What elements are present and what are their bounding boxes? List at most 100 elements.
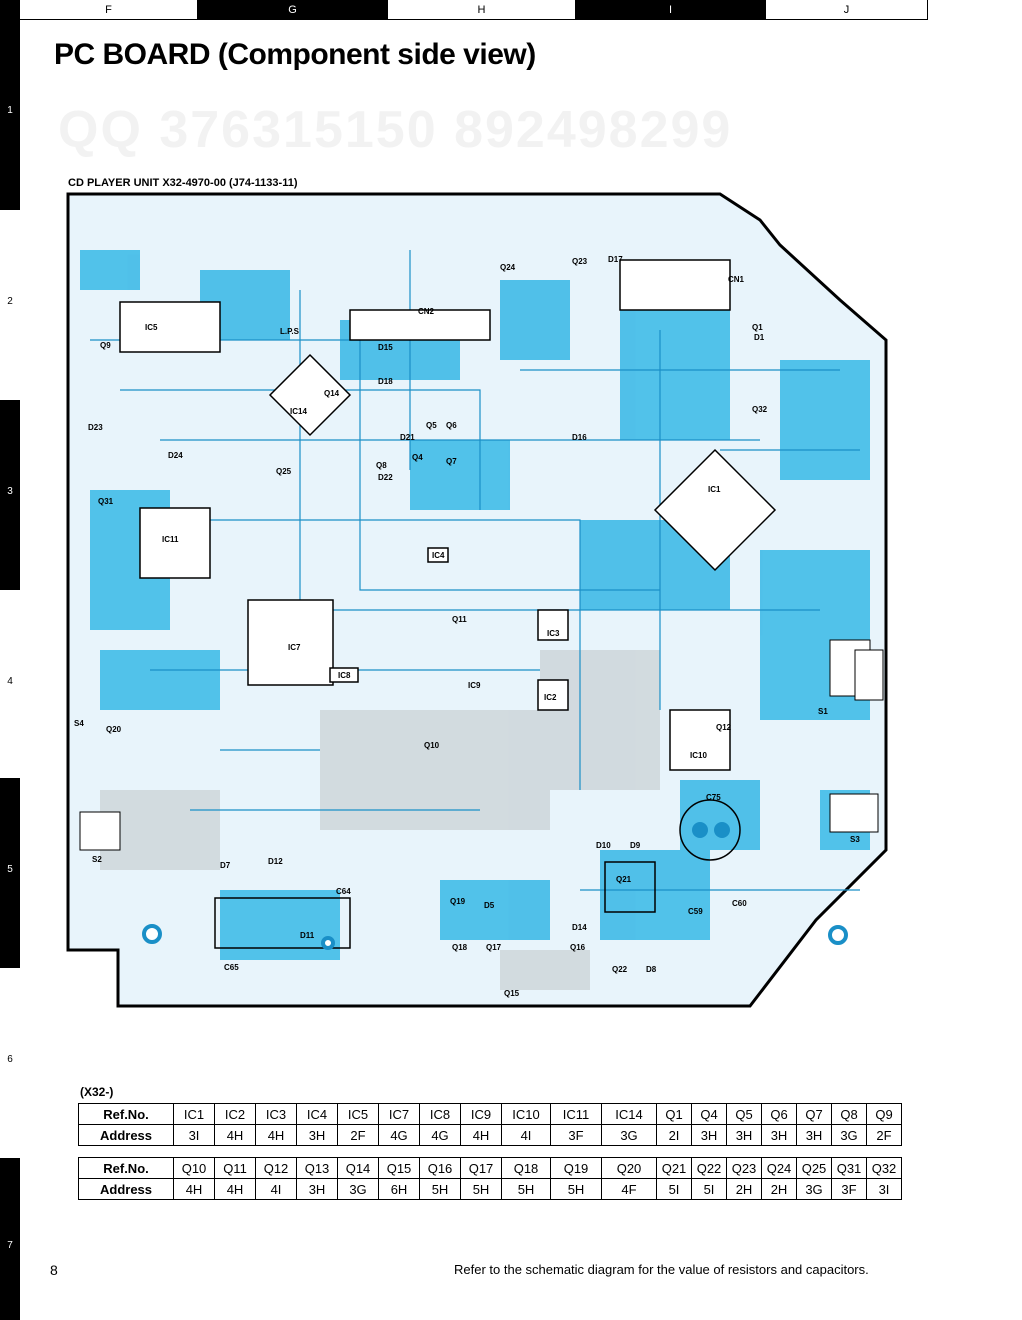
grid-row-6: 6 [0,968,20,1158]
board-label: Q10 [424,741,440,750]
table-cell: Q18 [501,1157,551,1179]
table-cell: Q22 [691,1157,727,1179]
table-cell: 2F [866,1124,902,1146]
table-cell: Q8 [831,1103,867,1125]
board-label: Q11 [452,615,467,624]
grid-column-label: F [105,4,112,16]
table-cell: Q25 [796,1157,832,1179]
table-cell: 3G [796,1178,832,1200]
board-label: S2 [92,855,102,864]
table-cell: 4G [378,1124,420,1146]
grid-column-label: H [477,4,486,16]
grid-column-i: I [576,0,766,20]
grid-row-label: 6 [7,1054,13,1065]
table-cell: 5H [501,1178,551,1200]
grid-column-label: G [288,4,297,16]
table-cell: 3F [831,1178,867,1200]
board-label: Q20 [106,725,122,734]
board-label: Q8 [376,461,387,470]
board-label: C59 [688,907,703,916]
board-label: D18 [378,377,393,386]
table-cell: 4H [460,1124,502,1146]
table-cell: 3I [173,1124,215,1146]
grid-row-2: 2 [0,210,20,400]
grid-row-label: 4 [7,676,13,687]
grid-row-label: 3 [7,486,13,497]
board-label: D14 [572,923,587,932]
table-row: Ref.No. IC1 IC2 IC3 IC4 IC5 IC7 IC8 IC9 … [78,1103,902,1125]
table-cell: Q32 [866,1157,902,1179]
table-cell: IC9 [460,1103,502,1125]
table-cell: IC14 [601,1103,657,1125]
board-label: S1 [818,707,828,716]
board-label: Q5 [426,421,437,430]
watermark-text: QQ 376315150 892498299 [58,101,733,159]
board-label: D16 [572,433,587,442]
grid-column-f: F [20,0,198,20]
table-cell: 4F [601,1178,657,1200]
table-row: Address 3I 4H 4H 3H 2F 4G 4G 4H 4I 3F 3G… [78,1124,902,1146]
table-cell: IC7 [378,1103,420,1125]
table-cell: Q6 [761,1103,797,1125]
board-label: Q18 [452,943,468,952]
board-label: Q12 [716,723,732,732]
board-label: D1 [754,333,765,342]
board-label: C64 [336,887,351,896]
table-cell: IC5 [337,1103,379,1125]
board-label: IC7 [288,643,301,652]
table-cell: 4H [214,1124,256,1146]
board-label: S4 [74,719,84,728]
table-cell: IC8 [419,1103,461,1125]
board-label: D23 [88,423,103,432]
table-cell: 2H [761,1178,797,1200]
table-cell: Q20 [601,1157,657,1179]
board-label: D10 [596,841,611,850]
table-cell: IC1 [173,1103,215,1125]
grid-column-label: J [843,4,850,16]
board-label: Q31 [98,497,114,506]
board-label: IC2 [544,693,557,702]
table-cell: Q10 [173,1157,215,1179]
table-cell: Q4 [691,1103,727,1125]
board-label: Q23 [572,257,588,266]
board-label: IC10 [690,751,707,760]
table-cell: 4H [255,1124,297,1146]
unit-label: CD PLAYER UNIT X32-4970-00 (J74-1133-11) [68,177,298,189]
board-label: D8 [646,965,657,974]
table-cell: 2F [337,1124,379,1146]
board-label: Q22 [612,965,628,974]
board-label: Q6 [446,421,457,430]
board-label: Q21 [616,875,632,884]
table-cell: Q11 [214,1157,256,1179]
table-cell: 4G [419,1124,461,1146]
board-label: D5 [484,901,495,910]
board-label: Q4 [412,453,423,462]
board-label: IC11 [162,535,179,544]
table-row: Address 4H 4H 4I 3H 3G 6H 5H 5H 5H 5H 4F… [78,1178,902,1200]
page-title: PC BOARD (Component side view) [54,38,536,71]
address-table-2: Ref.No. Q10 Q11 Q12 Q13 Q14 Q15 Q16 Q17 … [78,1157,902,1200]
grid-row-5: 5 [0,778,20,968]
board-label: D15 [378,343,393,352]
board-label: IC8 [338,671,351,680]
table-cell: 3H [296,1178,338,1200]
grid-column-j: J [766,0,928,20]
table-cell: IC3 [255,1103,297,1125]
table-cell: 3H [691,1124,727,1146]
board-label: Q9 [100,341,111,350]
table-cell: Q16 [419,1157,461,1179]
board-label: CN2 [418,307,435,316]
board-label: D12 [268,857,283,866]
table-cell: 2I [656,1124,692,1146]
board-label: Q1 [752,323,763,332]
table-group-label: (X32-) [80,1085,114,1099]
table-cell: Q12 [255,1157,297,1179]
table-cell: 6H [378,1178,420,1200]
board-label: Q14 [324,389,340,398]
grid-column-h: H [388,0,576,20]
board-label: D17 [608,255,623,264]
board-label: CN1 [728,275,745,284]
grid-row-3: 3 [0,400,20,590]
table-cell: Q24 [761,1157,797,1179]
table-cell: IC10 [501,1103,551,1125]
